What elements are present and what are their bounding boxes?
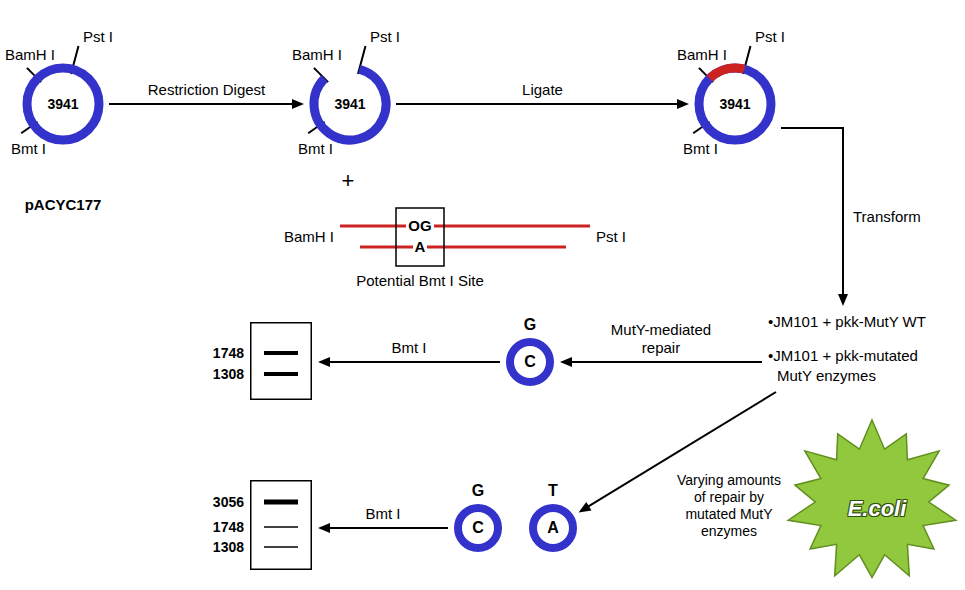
connector bbox=[318, 357, 500, 367]
backbone-ring bbox=[27, 68, 99, 140]
site-label: Pst I bbox=[596, 228, 626, 246]
edge-label: Bmt I bbox=[379, 339, 439, 357]
plasmid-size: 3941 bbox=[719, 96, 750, 112]
strain-entry: •JM101 + pkk-MutY WT bbox=[768, 312, 946, 332]
backbone-ring bbox=[699, 68, 771, 140]
site-label: BamH I bbox=[677, 46, 727, 64]
base-letter: C bbox=[506, 353, 554, 371]
connector bbox=[781, 128, 848, 306]
edge-label: Restriction Digest bbox=[137, 81, 277, 99]
gel-band bbox=[264, 546, 298, 548]
base-letter: T bbox=[529, 482, 577, 500]
connector-line bbox=[109, 103, 294, 105]
site-label: BamH I bbox=[284, 228, 334, 246]
plasmid-circle: 3941 bbox=[695, 64, 775, 144]
connector-line bbox=[328, 361, 500, 363]
base-letter: C bbox=[454, 519, 502, 537]
site-label: Pst I bbox=[83, 28, 113, 46]
arrow-head bbox=[579, 502, 592, 513]
connector bbox=[109, 99, 304, 109]
band-size: 1748 bbox=[213, 344, 244, 362]
edge-label: Bmt I bbox=[353, 505, 413, 523]
plasmid-product: TA bbox=[529, 504, 577, 552]
connector-line bbox=[781, 128, 843, 296]
band-size: 1308 bbox=[213, 365, 244, 383]
gel-lane: 305617481308 bbox=[250, 480, 312, 570]
connector-line bbox=[328, 527, 448, 529]
ecoli-burst: E.coli bbox=[784, 418, 960, 586]
strain-list: •JM101 + pkk-MutY WT •JM101 + pkk-mutated… bbox=[768, 312, 946, 386]
site-label: Bmt I bbox=[298, 140, 333, 158]
gel-box bbox=[250, 322, 312, 400]
base-letter: G bbox=[506, 316, 554, 334]
gel-box bbox=[250, 480, 312, 570]
connector-line bbox=[570, 361, 762, 363]
plasmid-product: GC bbox=[506, 338, 554, 386]
connector bbox=[396, 99, 689, 109]
site-label: BamH I bbox=[5, 46, 55, 64]
backbone-arc bbox=[314, 69, 386, 140]
insert-arc bbox=[710, 68, 745, 79]
plasmid-name: pACYC177 bbox=[25, 196, 102, 214]
connector bbox=[560, 357, 762, 367]
edge-label: MutY-mediated repair bbox=[601, 321, 721, 357]
plasmid-size: 3941 bbox=[334, 96, 365, 112]
site-label: Pst I bbox=[370, 28, 400, 46]
strain-entry: •JM101 + pkk-mutated MutY enzymes bbox=[768, 346, 946, 386]
band-size: 3056 bbox=[213, 493, 244, 511]
organism-name: E.coli bbox=[848, 496, 907, 522]
insert-strand bbox=[360, 246, 566, 249]
plasmid-size: 3941 bbox=[47, 96, 78, 112]
site-label: Pst I bbox=[755, 28, 785, 46]
edge-label: Varying amounts of repair by mutated Mut… bbox=[674, 472, 784, 540]
site-label: BamH I bbox=[292, 46, 342, 64]
gel-outline bbox=[251, 481, 312, 570]
site-label: Bmt I bbox=[683, 140, 718, 158]
site-label: Bmt I bbox=[11, 140, 46, 158]
connector-line bbox=[396, 103, 679, 105]
plus-sign: + bbox=[342, 168, 355, 194]
edge-label: Transform bbox=[853, 208, 921, 226]
edge-label: Ligate bbox=[508, 81, 578, 99]
insert-strand bbox=[340, 225, 590, 228]
connector bbox=[318, 523, 448, 533]
plasmid-product: GC bbox=[454, 504, 502, 552]
band-size: 1308 bbox=[213, 538, 244, 556]
starburst-shape bbox=[788, 420, 956, 577]
base-label: A bbox=[413, 238, 428, 256]
gel-outline bbox=[251, 323, 312, 400]
gel-band bbox=[264, 372, 298, 376]
plasmid-circle: 3941 bbox=[310, 64, 390, 144]
gel-band bbox=[264, 526, 298, 528]
base-letter: G bbox=[454, 482, 502, 500]
plasmid-circle: 3941 bbox=[23, 64, 103, 144]
gel-band bbox=[264, 351, 298, 355]
base-letter: A bbox=[529, 519, 577, 537]
band-size: 1748 bbox=[213, 518, 244, 536]
gel-band bbox=[264, 500, 298, 505]
gel-lane: 17481308 bbox=[250, 322, 312, 400]
site-caption: Potential Bmt I Site bbox=[356, 272, 484, 290]
site-box bbox=[396, 208, 444, 266]
lesion-label: OG bbox=[406, 217, 433, 235]
